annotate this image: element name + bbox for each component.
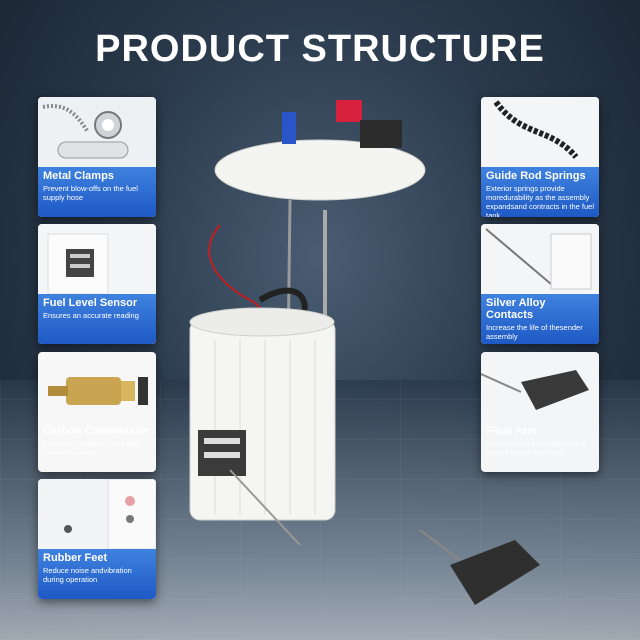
- feature-card-silver-alloy-contacts: Silver Alloy Contacts Increase the life …: [481, 224, 599, 344]
- float-arm-float-image: [420, 529, 540, 605]
- feature-label: Metal Clamps Prevent blow-offs on the fu…: [38, 167, 156, 217]
- feature-name: Fuel Level Sensor: [43, 297, 138, 309]
- feature-card-fuel-level-sensor: Fuel Level Sensor Ensures an accurate re…: [38, 224, 156, 344]
- feature-name: Silver Alloy Contacts: [486, 297, 546, 321]
- page-title: PRODUCT STRUCTURE: [95, 28, 545, 70]
- feature-name: Metal Clamps: [43, 170, 114, 182]
- feature-description: Prevent blow-offs on the fuel supply hos…: [43, 184, 138, 202]
- feature-label: Fuel Level Sensor Ensures an accurate re…: [38, 294, 156, 344]
- feature-card-metal-clamps: Metal Clamps Prevent blow-offs on the fu…: [38, 97, 156, 217]
- feature-description: Ensures an accurate reading: [43, 311, 139, 320]
- feature-label: Silver Alloy Contacts Increase the life …: [481, 294, 599, 344]
- fuel-pump-assembly-image: [189, 100, 426, 546]
- feature-description: Reduce noise andvibration during operati…: [43, 566, 132, 584]
- feature-label: Guide Rod Springs Exterior springs provi…: [481, 167, 599, 217]
- feature-label: Carbon Commutator Eliminates oxidation a…: [38, 422, 156, 472]
- feature-label: Float Arm Pre-mounted and calibrated to …: [481, 422, 599, 472]
- feature-card-guide-rod-springs: Guide Rod Springs Exterior springs provi…: [481, 97, 599, 217]
- feature-description: Exterior springs provide moredurability …: [486, 184, 594, 217]
- carbon-commutator-image: [38, 352, 156, 472]
- feature-description: Increase the life of thesender assembly: [486, 323, 583, 341]
- feature-name: Guide Rod Springs: [486, 170, 586, 182]
- feature-description: Pre-mounted and calibrated to ensure pro…: [486, 439, 587, 457]
- feature-name: Float Arm: [486, 425, 537, 437]
- feature-name: Carbon Commutator: [43, 425, 150, 437]
- feature-card-float-arm: Float Arm Pre-mounted and calibrated to …: [481, 352, 599, 472]
- float-arm-image: [481, 352, 599, 472]
- feature-label: Rubber Feet Reduce noise andvibration du…: [38, 549, 156, 599]
- feature-name: Rubber Feet: [43, 552, 108, 564]
- feature-description: Eliminates oxidation and high electrical…: [43, 439, 141, 457]
- feature-card-carbon-commutator: Carbon Commutator Eliminates oxidation a…: [38, 352, 156, 472]
- feature-card-rubber-feet: Rubber Feet Reduce noise andvibration du…: [38, 479, 156, 599]
